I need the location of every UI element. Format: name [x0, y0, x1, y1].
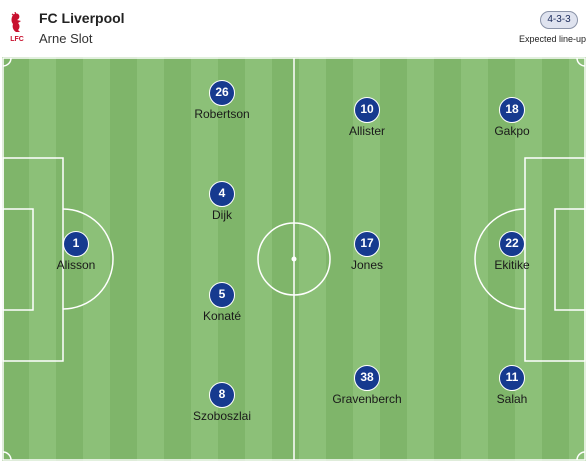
player-number: 1: [63, 231, 89, 257]
player-name: Szoboszlai: [192, 409, 252, 423]
player-name: Dijk: [212, 208, 232, 222]
pitch: 1 Alisson 26 Robertson 4 Dijk 5 Konaté 8…: [2, 57, 586, 461]
player-name: Salah: [496, 392, 528, 406]
player-number: 22: [499, 231, 525, 257]
coach-name[interactable]: Arne Slot: [39, 31, 93, 46]
player-number: 8: [209, 382, 235, 408]
player-number: 38: [354, 365, 380, 391]
crest-text: LFC: [10, 36, 24, 43]
formation-badge[interactable]: 4-3-3: [540, 11, 578, 29]
player-name: Allister: [348, 124, 385, 138]
player-name: Alisson: [56, 258, 96, 272]
pitch-lines: [2, 57, 586, 461]
team-header: LFC FC Liverpool Arne Slot 4-3-3 Expecte…: [0, 0, 588, 55]
player-number: 4: [209, 181, 235, 207]
player-number: 5: [209, 282, 235, 308]
player-name: Gakpo: [494, 124, 530, 138]
player-name: Jones: [350, 258, 384, 272]
player-number: 18: [499, 97, 525, 123]
player-name: Gravenberch: [332, 392, 402, 406]
player-number: 26: [209, 80, 235, 106]
player-name: Ekitike: [494, 258, 530, 272]
player-number: 11: [499, 365, 525, 391]
player-name: Robertson: [194, 107, 250, 121]
team-name[interactable]: FC Liverpool: [39, 10, 125, 26]
lineup-type-label: Expected line-up: [518, 34, 586, 44]
player-number: 10: [354, 97, 380, 123]
liverbird-crest-icon: LFC: [10, 12, 24, 43]
player-name: Konaté: [202, 309, 242, 323]
player-number: 17: [354, 231, 380, 257]
